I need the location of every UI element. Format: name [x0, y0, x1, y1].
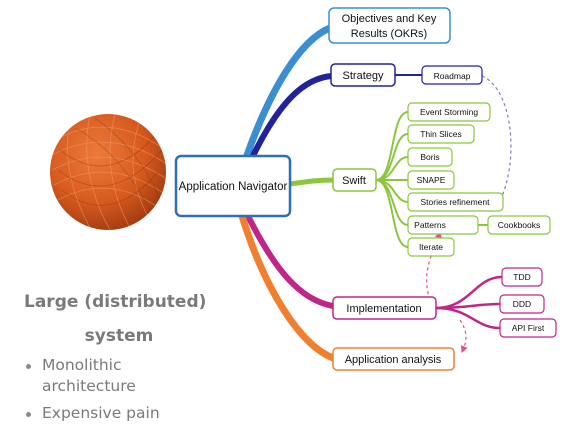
caption: Large (distributed) system Monolithic ar… — [24, 285, 224, 430]
swift-child-snape[interactable]: SNAPE — [407, 170, 455, 190]
root-node[interactable]: Application Navigator — [174, 154, 292, 218]
yarn-ball-image — [50, 114, 166, 230]
implementation-node[interactable]: Implementation — [332, 296, 437, 320]
roadmap-node[interactable]: Roadmap — [421, 65, 483, 85]
swift-child-iterate[interactable]: Iterate — [407, 237, 455, 257]
swift-node-label: Swift — [342, 175, 366, 187]
cookbooks-node[interactable]: Cookbooks — [487, 215, 551, 235]
roadmap-to-stories-arrow — [481, 75, 512, 210]
swift-child-label: Boris — [420, 152, 439, 162]
swift-child-stories-refinement[interactable]: Stories refinement — [407, 192, 504, 212]
okr-node-label-line2: Results (OKRs) — [351, 28, 427, 40]
strategy-node-label: Strategy — [343, 70, 384, 82]
cookbooks-node-label: Cookbooks — [498, 220, 541, 230]
swift-child-boris[interactable]: Boris — [407, 147, 453, 167]
caption-bullet: Monolithic architecture — [24, 355, 212, 397]
swift-node[interactable]: Swift — [332, 168, 377, 192]
implementation-children-connectors — [435, 275, 503, 330]
implementation-child-label: DDD — [513, 299, 531, 309]
swift-child-thin-slices[interactable]: Thin Slices — [407, 124, 475, 144]
implementation-child-api-first[interactable]: API First — [499, 318, 557, 338]
swift-children-connectors — [375, 111, 488, 248]
swift-child-label: Thin Slices — [420, 129, 462, 139]
caption-title-line2: system — [84, 326, 154, 346]
caption-bullet: Expensive pain — [24, 403, 212, 424]
root-node-label: Application Navigator — [179, 181, 288, 193]
application-analysis-node-label: Application analysis — [345, 354, 442, 366]
okr-node[interactable]: Objectives and Key Results (OKRs) — [328, 7, 451, 44]
caption-title: Large (distributed) system — [24, 285, 224, 353]
roadmap-node-label: Roadmap — [434, 71, 471, 81]
swift-child-event-storming[interactable]: Event Storming — [407, 102, 491, 122]
application-analysis-node[interactable]: Application analysis — [332, 347, 455, 371]
root-connectors — [238, 24, 337, 362]
swift-child-label: Event Storming — [420, 107, 478, 117]
okr-node-label-line1: Objectives and Key — [342, 13, 437, 25]
swift-child-label: Patterns — [414, 220, 446, 230]
swift-child-label: SNAPE — [417, 175, 446, 185]
implementation-to-analysis-arrow — [459, 319, 468, 354]
implementation-node-label: Implementation — [346, 303, 421, 315]
swift-child-label: Iterate — [419, 242, 443, 252]
implementation-child-ddd[interactable]: DDD — [499, 294, 545, 314]
swift-child-label: Stories refinement — [421, 197, 491, 207]
implementation-child-tdd[interactable]: TDD — [501, 267, 543, 287]
implementation-to-patterns-arrow — [426, 230, 442, 301]
swift-child-patterns[interactable]: Patterns — [407, 215, 479, 235]
implementation-child-label: TDD — [513, 272, 530, 282]
caption-bullet-list: Monolithic architecture Expensive pain — [24, 355, 224, 424]
implementation-child-label: API First — [512, 323, 545, 333]
caption-title-line1: Large (distributed) — [24, 292, 207, 312]
strategy-node[interactable]: Strategy — [330, 63, 396, 87]
